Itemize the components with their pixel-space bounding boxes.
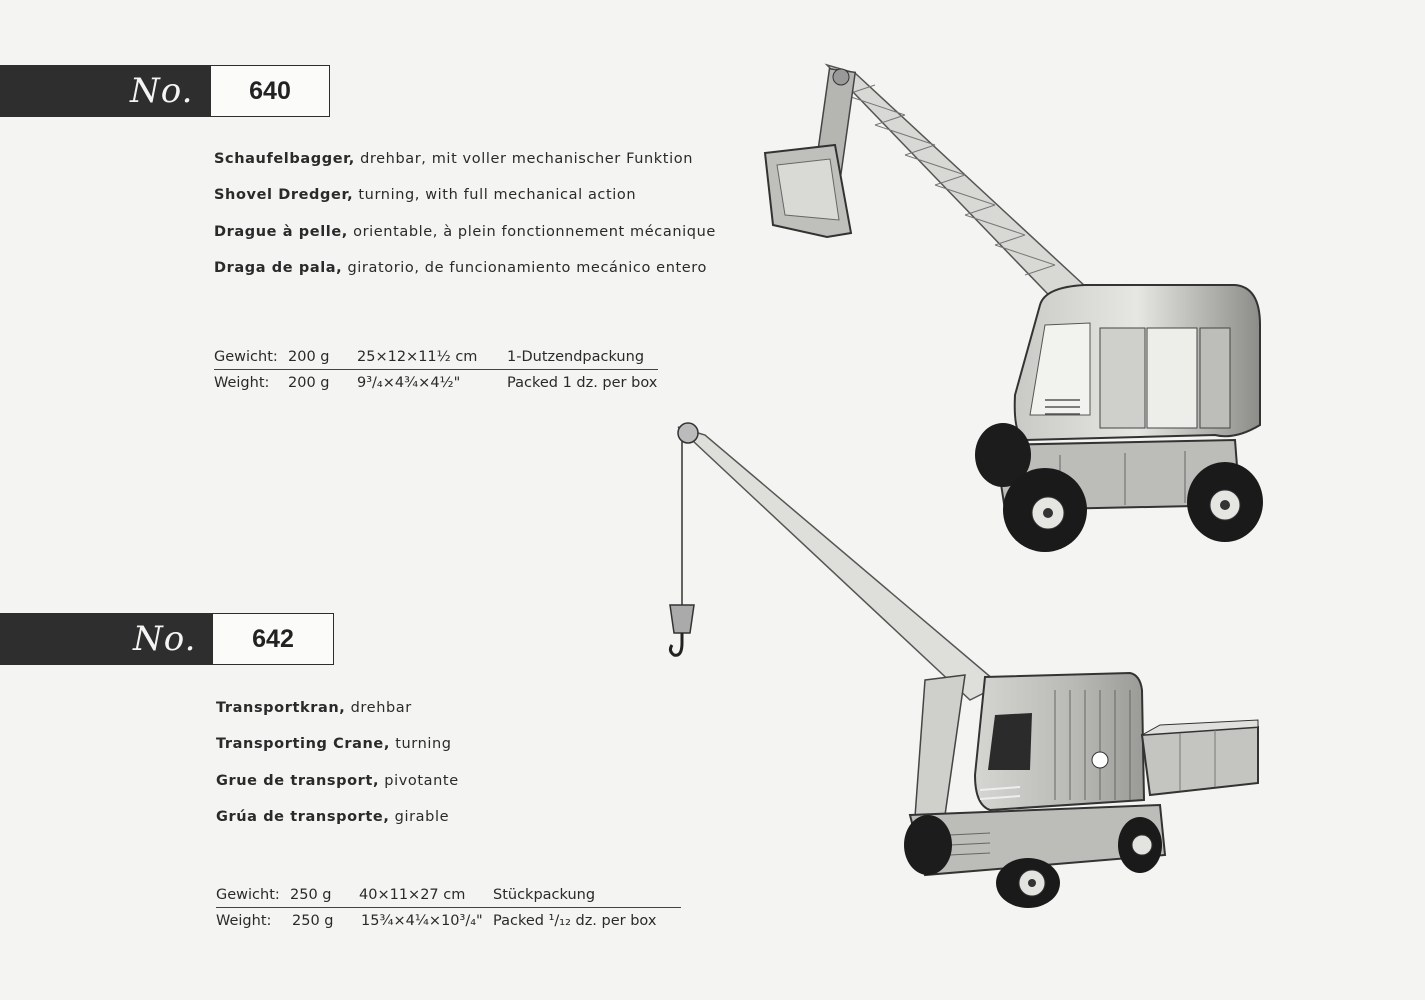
- header-bar: [0, 65, 210, 117]
- spec-divider: [216, 907, 681, 908]
- header-bar: [0, 613, 212, 665]
- spec-label: Gewicht:: [216, 887, 280, 903]
- spec-dimensions: 40×11×27 cm: [359, 887, 466, 903]
- number-prefix: No.: [130, 71, 194, 111]
- description-line-fr: Grue de transport, pivotante: [216, 772, 459, 789]
- spec-label: Weight:: [214, 375, 270, 391]
- spec-label: Gewicht:: [214, 349, 278, 365]
- description-line-fr: Drague à pelle, orientable, à plein fonc…: [214, 223, 716, 240]
- spec-weight: 250 g: [290, 887, 332, 903]
- transport-crane-illustration: [668, 422, 1259, 908]
- wheel: [975, 423, 1263, 552]
- spec-dimensions: 25×12×11½ cm: [357, 349, 478, 365]
- wheel: [904, 815, 1162, 908]
- item-640-descriptions: Schaufelbagger, drehbar, mit voller mech…: [214, 150, 716, 295]
- spec-weight: 250 g: [292, 913, 334, 929]
- description-line-en: Transporting Crane, turning: [216, 736, 452, 753]
- spec-weight: 200 g: [288, 349, 330, 365]
- description-line-en: Shovel Dredger, turning, with full mecha…: [214, 187, 637, 204]
- spec-packing: Packed 1 dz. per box: [507, 375, 658, 391]
- spec-dimensions: 9³/₄×4¾×4½": [357, 375, 461, 391]
- spec-weight: 200 g: [288, 375, 330, 391]
- spec-label: Weight:: [216, 913, 272, 929]
- description-line-es: Draga de pala, giratorio, de funcionamie…: [214, 259, 708, 276]
- spec-packing: 1-Dutzendpackung: [507, 349, 645, 365]
- description-line-es: Grúa de transporte, girable: [216, 808, 450, 825]
- spec-packing: Packed ¹/₁₂ dz. per box: [493, 913, 657, 929]
- number-prefix: No.: [133, 619, 197, 659]
- spec-divider: [214, 369, 658, 370]
- spec-dimensions: 15¾×4¼×10³/₄": [361, 913, 483, 929]
- description-line-de: Schaufelbagger, drehbar, mit voller mech…: [214, 151, 693, 167]
- spec-packing: Stückpackung: [493, 887, 596, 903]
- item-number: 642: [212, 613, 334, 665]
- description-line-de: Transportkran, drehbar: [216, 700, 412, 716]
- shovel-dredger-illustration: [763, 63, 1263, 552]
- item-number: 640: [210, 65, 330, 117]
- item-642-descriptions: Transportkran, drehbar Transporting Cran…: [216, 699, 459, 844]
